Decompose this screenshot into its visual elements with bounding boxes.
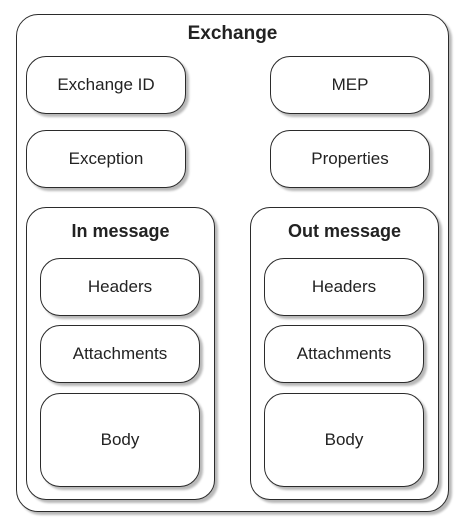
out-headers-box: Headers — [264, 258, 424, 316]
in-attachments-box: Attachments — [40, 325, 200, 383]
out-message-title: Out message — [287, 221, 402, 241]
exception-box: Exception — [26, 130, 186, 188]
in-headers-box: Headers — [40, 258, 200, 316]
exchange-id-box: Exchange ID — [26, 56, 186, 114]
out-body-box: Body — [264, 393, 424, 487]
mep-box: MEP — [270, 56, 430, 114]
properties-box: Properties — [270, 130, 430, 188]
in-message-title: In message — [71, 221, 170, 241]
in-body-box: Body — [40, 393, 200, 487]
out-attachments-box: Attachments — [264, 325, 424, 383]
exchange-title: Exchange — [187, 23, 278, 44]
